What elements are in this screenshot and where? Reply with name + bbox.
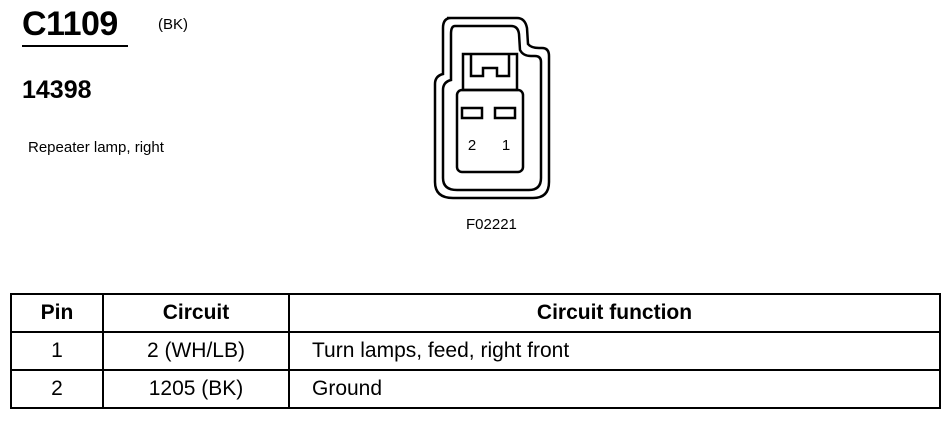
connector-description: Repeater lamp, right <box>28 139 164 156</box>
circuit-function-cell: Turn lamps, feed, right front <box>288 331 941 371</box>
part-number: 14398 <box>22 76 92 104</box>
pin-1-label: 1 <box>502 137 510 154</box>
table-row: 1 2 (WH/LB) Turn lamps, feed, right fron… <box>10 331 941 371</box>
pin-cell: 1 <box>10 331 104 371</box>
table-header-row: Pin Circuit Circuit function <box>10 293 941 333</box>
header-circuit-function: Circuit function <box>288 293 941 333</box>
title-underline <box>22 45 128 47</box>
header-pin: Pin <box>10 293 104 333</box>
pinout-table: Pin Circuit Circuit function 1 2 (WH/LB)… <box>10 293 941 409</box>
connector-face-diagram: 2 1 <box>433 16 551 200</box>
table-row: 2 1205 (BK) Ground <box>10 369 941 409</box>
header-circuit: Circuit <box>102 293 290 333</box>
pin-2-label: 2 <box>468 137 476 154</box>
latch-tab <box>469 54 511 78</box>
circuit-cell: 2 (WH/LB) <box>102 331 290 371</box>
circuit-cell: 1205 (BK) <box>102 369 290 409</box>
connector-inner-shell <box>441 24 543 192</box>
connector-outer-shell <box>433 16 551 200</box>
figure-code: F02221 <box>466 216 517 233</box>
connector-color: (BK) <box>158 16 188 33</box>
pin-2-slot <box>460 106 484 120</box>
circuit-function-cell: Ground <box>288 369 941 409</box>
connector-id: C1109 <box>22 5 118 43</box>
terminal-cavity-body <box>455 88 525 174</box>
pin-cell: 2 <box>10 369 104 409</box>
pin-1-slot <box>493 106 517 120</box>
